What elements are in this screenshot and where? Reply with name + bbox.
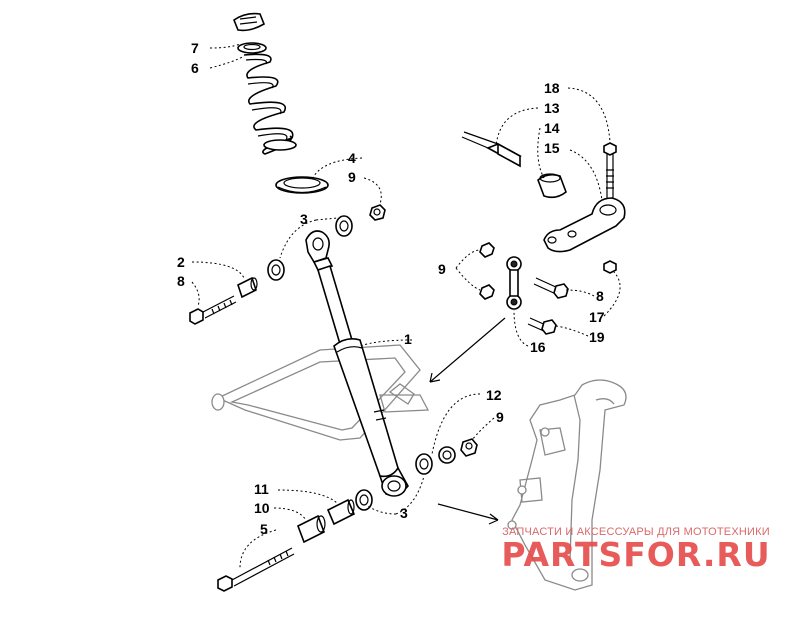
spacer-upper (237, 276, 258, 299)
spindle-bracket (507, 379, 627, 591)
callout-numbers: 7 6 4 9 3 2 8 1 12 9 11 10 5 3 18 13 14 … (177, 40, 605, 537)
bushing-14 (537, 173, 567, 199)
callout-19: 19 (589, 329, 605, 345)
bolt-upper (189, 295, 237, 325)
callout-7: 7 (191, 40, 199, 56)
bolt-lower-long (217, 547, 295, 592)
spring-keeper (237, 42, 267, 54)
nuts-9-link (479, 242, 495, 300)
a-arm-frame (211, 344, 430, 441)
assembly-arrows (429, 317, 506, 525)
callout-17: 17 (589, 309, 605, 325)
callout-2: 2 (177, 254, 185, 270)
sway-bar-end (461, 131, 522, 168)
callout-10: 10 (254, 500, 270, 516)
bolt-8-link (533, 277, 569, 299)
callout-leaders (191, 43, 621, 569)
bushing-spacers-lower (296, 498, 356, 544)
callout-9-lower: 9 (496, 409, 504, 425)
nut-17 (603, 260, 617, 274)
sway-bar-arm (543, 197, 626, 253)
bolt-18 (603, 142, 617, 198)
callout-3-upper: 3 (300, 211, 308, 227)
callout-4: 4 (348, 150, 356, 166)
spring-seat-ring (275, 176, 329, 194)
lower-washers-right (415, 438, 478, 475)
callout-9-link: 9 (438, 261, 446, 277)
shock-absorber (305, 230, 409, 497)
callout-8-left: 8 (177, 273, 185, 289)
callout-15: 15 (544, 140, 560, 156)
callout-14: 14 (544, 120, 560, 136)
coil-spring (243, 53, 297, 155)
callout-1: 1 (404, 331, 412, 347)
callout-13: 13 (544, 100, 560, 116)
bolt-19 (527, 317, 557, 335)
callout-16: 16 (530, 339, 546, 355)
callout-8-right: 8 (596, 288, 604, 304)
lower-washer-left (355, 489, 373, 511)
link-rod-16 (506, 256, 522, 310)
callout-3-lower: 3 (400, 505, 408, 521)
callout-18: 18 (544, 80, 560, 96)
shock-bushing-upper (267, 204, 386, 281)
callout-6: 6 (191, 60, 199, 76)
callout-11: 11 (254, 481, 269, 497)
callout-5: 5 (260, 521, 268, 537)
callout-12: 12 (486, 387, 502, 403)
spring-retainer-cap (233, 12, 266, 32)
callout-9-upper: 9 (348, 169, 356, 185)
